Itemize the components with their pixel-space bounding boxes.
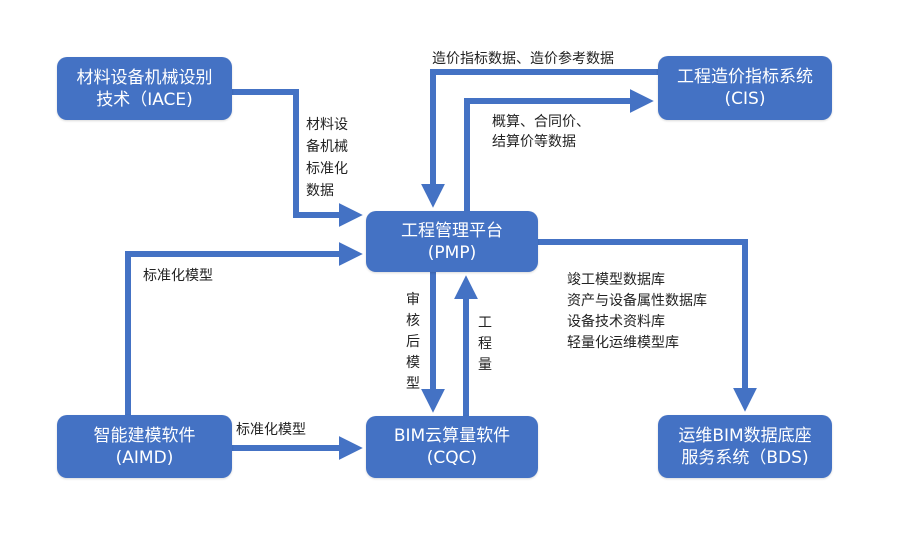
node-cis[interactable]: 工程造价指标系统 (CIS) [658, 56, 832, 120]
edge-label-pmp-to-bds: 竣工模型数据库 资产与设备属性数据库 设备技术资料库 轻量化运维模型库 [567, 270, 707, 354]
node-aimd-line1: 智能建模软件 [93, 425, 196, 446]
node-bds-line2: 服务系统（BDS) [681, 447, 809, 468]
node-pmp-line2: (PMP) [427, 242, 477, 263]
edge-label-iace-to-pmp-line: 材料设 [306, 117, 348, 133]
connector-cis-to-pmp [421, 69, 658, 208]
edge-label-pmp-to-cqc-char: 核 [406, 313, 420, 329]
node-cqc-line1: BIM云算量软件 [393, 426, 511, 446]
connector-pmp-to-bds [538, 239, 757, 412]
edge-label-pmp-to-bds-line: 竣工模型数据库 [567, 272, 665, 288]
edge-label-pmp-to-cqc-char: 型 [406, 376, 420, 392]
edge-label-cis-to-pmp: 造价指标数据、造价参考数据 [432, 51, 614, 67]
node-iace-line2: 技术（IACE) [96, 89, 193, 110]
edge-label-pmp-to-cqc: 审 核 后 模 型 [406, 290, 420, 395]
node-pmp[interactable]: 工程管理平台 (PMP) [366, 211, 538, 272]
node-cis-line1: 工程造价指标系统 [677, 67, 813, 87]
node-cqc[interactable]: BIM云算量软件 (CQC) [366, 416, 538, 478]
node-iace[interactable]: 材料设备机械设别 技术（IACE) [57, 57, 232, 120]
edge-label-pmp-to-cqc-char: 后 [406, 334, 420, 350]
node-aimd[interactable]: 智能建模软件 (AIMD) [57, 415, 232, 478]
edge-label-pmp-to-cis-line: 概算、合同价、 [492, 114, 590, 130]
node-cis-line2: (CIS) [724, 89, 766, 109]
edge-label-pmp-to-bds-line: 设备技术资料库 [567, 314, 665, 330]
edge-label-iace-to-pmp-line: 数据 [306, 183, 334, 199]
node-cqc-line2: (CQC) [426, 448, 478, 468]
node-pmp-line1: 工程管理平台 [401, 220, 503, 241]
node-bds[interactable]: 运维BIM数据底座 服务系统（BDS) [658, 415, 832, 478]
edge-label-cqc-to-pmp: 工 程 量 [478, 313, 492, 376]
edge-label-pmp-to-cis-line: 结算价等数据 [492, 134, 576, 150]
edge-label-pmp-to-bds-line: 资产与设备属性数据库 [567, 293, 707, 309]
connector-aimd-to-pmp [125, 242, 363, 415]
edge-label-iace-to-pmp-line: 标准化 [306, 161, 348, 177]
connector-pmp-to-cis [464, 89, 654, 211]
edge-label-pmp-to-cqc-char: 审 [406, 292, 420, 308]
node-iace-line1: 材料设备机械设别 [76, 67, 213, 88]
node-bds-line1: 运维BIM数据底座 [678, 425, 812, 446]
edge-label-aimd-to-cqc: 标准化模型 [236, 422, 306, 438]
edge-label-pmp-to-cis: 概算、合同价、 结算价等数据 [492, 112, 590, 152]
edge-label-pmp-to-bds-line: 轻量化运维模型库 [567, 335, 679, 351]
edge-label-pmp-to-cqc-char: 模 [406, 355, 420, 371]
edge-label-aimd-to-pmp: 标准化模型 [143, 268, 213, 284]
connector-iace-to-pmp [232, 89, 363, 227]
node-aimd-line2: (AIMD) [115, 447, 174, 468]
edge-label-cqc-to-pmp-char: 程 [478, 336, 492, 352]
edge-label-cqc-to-pmp-char: 量 [478, 357, 492, 373]
edge-label-iace-to-pmp-line: 备机械 [306, 139, 348, 155]
edge-label-iace-to-pmp: 材料设 备机械 标准化 数据 [306, 114, 348, 202]
edge-label-cqc-to-pmp-char: 工 [478, 315, 492, 331]
